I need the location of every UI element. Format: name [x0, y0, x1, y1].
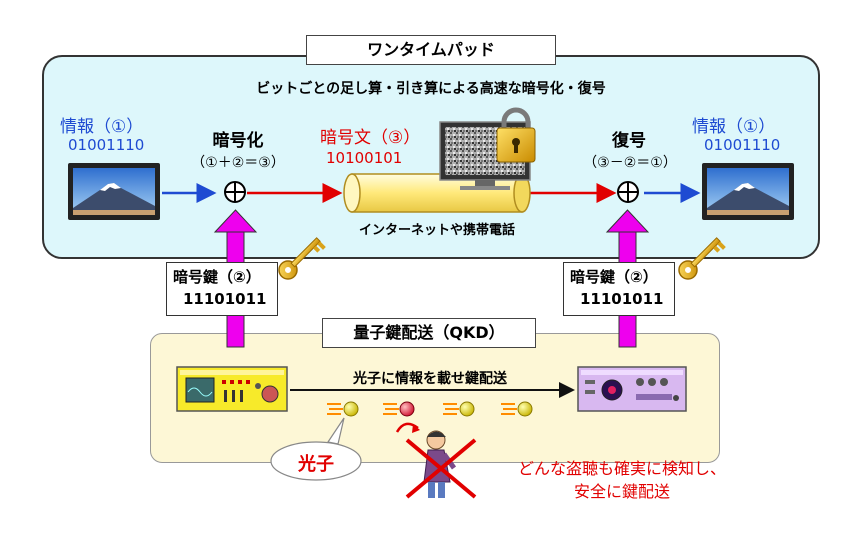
right-info-bits: 01001110: [704, 136, 781, 154]
security-note-line1: どんな盗聴も確実に検知し、: [517, 459, 726, 478]
cipher-label: 暗号文（③）: [320, 128, 421, 148]
right-info-label: 情報（①）: [692, 117, 776, 137]
right-key-bits: 11101011: [580, 290, 664, 308]
photon-label: 光子: [298, 454, 334, 475]
qkd-title: 量子鍵配送（QKD）: [322, 318, 536, 348]
decrypt-formula: （③－②＝①）: [583, 155, 677, 171]
right-key-icon: [678, 237, 726, 280]
photon-icon: [443, 401, 475, 417]
qkd-channel-label: 光子に情報を載せ鍵配送: [353, 371, 507, 387]
left-key-icon: [278, 237, 326, 280]
left-monitor-icon: [68, 163, 160, 220]
left-key-label: 暗号鍵（②）: [173, 268, 261, 286]
decrypt-label: 復号: [612, 131, 646, 151]
left-info-bits: 01001110: [68, 136, 145, 154]
left-key-bits: 11101011: [183, 290, 267, 308]
cipher-bits: 10100101: [326, 149, 403, 167]
qkd-receiver-device-icon: [577, 366, 687, 412]
security-note-line2: 安全に鍵配送: [573, 482, 670, 501]
photon-callout: [270, 417, 362, 481]
photon-icon: [383, 401, 415, 417]
channel-label: インターネットや携帯電話: [358, 223, 515, 238]
blocked-x-icon: [405, 438, 477, 499]
right-key-box: 暗号鍵（②） 11101011: [563, 262, 675, 316]
eavesdropper-icon: [395, 422, 457, 498]
encrypt-label: 暗号化: [212, 131, 264, 151]
padlock-icon: [496, 107, 536, 163]
qkd-sender-device-icon: [176, 366, 288, 412]
decrypt-xor-icon: [617, 181, 639, 203]
left-key-box: 暗号鍵（②） 11101011: [166, 262, 278, 316]
one-time-pad-subtitle: ビットごとの足し算・引き算による高速な暗号化・復号: [256, 81, 606, 97]
left-info-label: 情報（①）: [60, 117, 144, 137]
photon-icon: [501, 401, 533, 417]
one-time-pad-title: ワンタイムパッド: [306, 35, 556, 65]
network-pipe-icon: [343, 173, 531, 213]
right-monitor-icon: [702, 163, 794, 220]
encrypt-formula: （①＋②＝③）: [191, 155, 285, 171]
photon-icon: [327, 401, 359, 417]
right-key-label: 暗号鍵（②）: [570, 268, 658, 286]
encrypt-xor-icon: [224, 181, 246, 203]
one-time-pad-panel: [42, 55, 820, 259]
